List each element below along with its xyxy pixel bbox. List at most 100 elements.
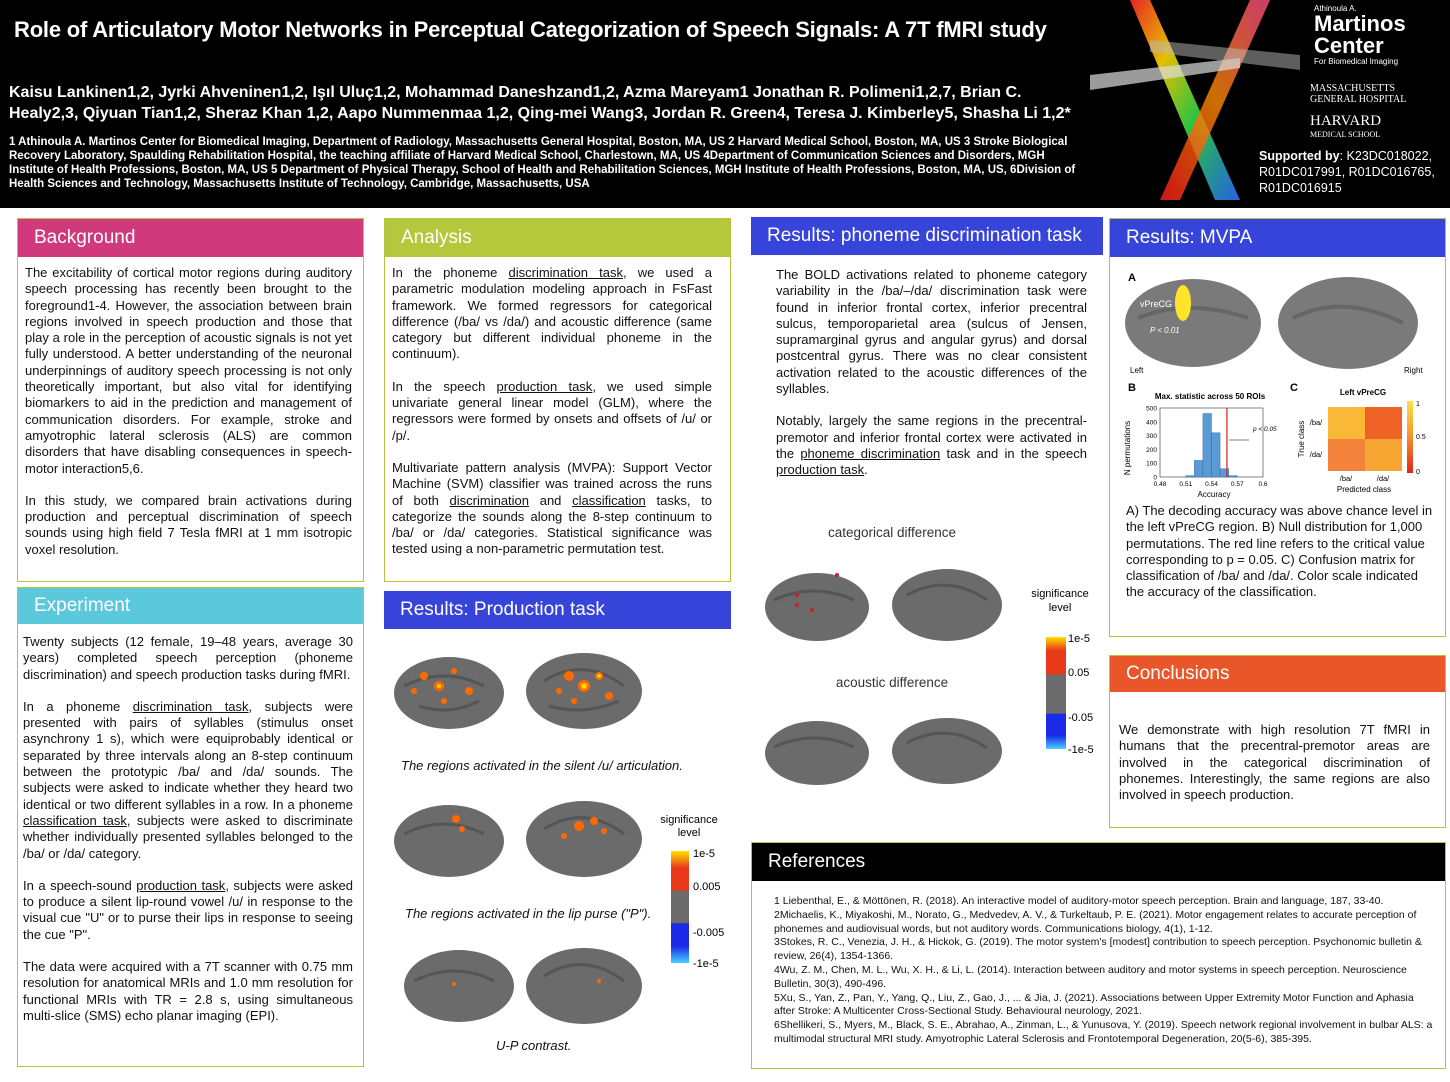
brain-tractography-image	[1090, 0, 1300, 200]
analysis-paragraph-3: Multivariate pattern analysis (MVPA): Su…	[392, 460, 712, 558]
hist-title: Max. statistic across 50 ROIs	[1155, 392, 1266, 401]
significance-colorbar	[671, 851, 689, 963]
panel-label-b: B	[1128, 382, 1136, 394]
cm-xlabel: Predicted class	[1337, 485, 1391, 494]
analysis-heading: Analysis	[385, 219, 730, 257]
text-run: discrimination task	[508, 265, 623, 280]
text-run: production task	[496, 378, 593, 394]
sig-tick: 0.05	[1068, 667, 1089, 679]
phoneme-paragraph-2: Notably, largely the same regions in the…	[776, 413, 1087, 478]
hist-xtick: 0.54	[1205, 481, 1218, 488]
text-run: task and in the speech	[940, 445, 1088, 461]
hist-xtick: 0.6	[1258, 481, 1267, 488]
caption-up-contrast: U-P contrast.	[496, 1038, 572, 1053]
cm-xtick: /ba/	[1340, 474, 1353, 483]
logo-text: MASSACHUSETTS	[1310, 83, 1396, 94]
text-run: In a phoneme	[23, 698, 133, 714]
right-hemi-label: Right	[1404, 366, 1423, 375]
text-run: discrimination task	[132, 698, 249, 714]
sig-tick: 1e-5	[1068, 633, 1090, 645]
p-value-label: P < 0.01	[1150, 326, 1180, 335]
sig-tick: -1e-5	[1068, 744, 1094, 756]
caption-lip-purse: The regions activated in the lip purse (…	[405, 906, 652, 921]
text-run: production task	[136, 877, 226, 893]
hist-ytick: 100	[1146, 461, 1157, 468]
sig-label-1: significance	[660, 814, 717, 826]
cb-tick: 0	[1416, 469, 1420, 476]
experiment-panel: Experiment Twenty subjects (12 female, 1…	[17, 587, 364, 1067]
fig-title-categorical: categorical difference	[828, 525, 956, 540]
analysis-panel: Analysis In the phoneme discrimination t…	[384, 218, 731, 582]
text-run: In the speech	[392, 378, 497, 394]
experiment-paragraph-2: In a phoneme discrimination task , subjec…	[23, 699, 353, 862]
text-run: , subjects were asked to produce a silen…	[23, 877, 353, 942]
hist-bar	[1202, 413, 1212, 478]
background-paragraph-2: In this study, we compared brain activat…	[25, 492, 352, 557]
confusion-matrix	[1328, 407, 1402, 471]
cm-cell	[1365, 439, 1402, 471]
panel-label-a: A	[1128, 272, 1136, 284]
hist-xlabel: Accuracy	[1198, 490, 1231, 499]
cm-cell	[1328, 407, 1365, 439]
logo-text: Center	[1314, 33, 1384, 58]
cm-ytick: /da/	[1310, 450, 1323, 459]
sig-tick: -1e-5	[693, 958, 719, 970]
logo-text: Athinoula A.	[1314, 4, 1357, 13]
hist-ylabel: N permutations	[1123, 421, 1132, 475]
sig-label-1: significance	[1031, 588, 1088, 600]
poster-header: Role of Articulatory Motor Networks in P…	[0, 0, 1450, 208]
production-brain-figures: significance level 1e-5 0.005 -0.005 -1e…	[394, 653, 724, 1024]
reference-item: 6Shellikeri, S., Myers, M., Black, S. E.…	[774, 1019, 1433, 1045]
conclusions-text: We demonstrate with high resolution 7T f…	[1119, 722, 1430, 803]
phoneme-brain-figures: categorical difference acoustic differen…	[765, 525, 1094, 785]
reference-item: 1 Liebenthal, E., & Möttönen, R. (2018).…	[774, 895, 1384, 907]
experiment-paragraph-3: In a speech-sound production task, subje…	[23, 878, 353, 943]
hist-bar	[1185, 475, 1195, 478]
logo-text: For Biomedical Imaging	[1314, 57, 1399, 66]
significance-colorbar	[1046, 637, 1066, 749]
fig-title-acoustic: acoustic difference	[836, 675, 948, 690]
background-heading: Background	[18, 219, 363, 257]
hist-ytick: 0	[1153, 475, 1157, 482]
cm-cell	[1328, 439, 1365, 471]
text-run: In the phoneme	[392, 265, 509, 280]
background-body: The excitability of cortical motor regio…	[25, 265, 352, 574]
cm-xtick: /da/	[1377, 474, 1390, 483]
text-run: classification task	[23, 812, 127, 828]
text-run: , we used a parametric modulation modeli…	[392, 265, 712, 362]
experiment-paragraph-4: The data were acquired with a 7T scanner…	[23, 959, 353, 1023]
logo-text: HARVARD	[1310, 113, 1382, 129]
vprecg-label: vPreCG	[1140, 299, 1172, 309]
sig-tick: 0.005	[693, 881, 721, 893]
production-heading: Results: Production task	[384, 591, 731, 629]
brain-pair-u	[394, 653, 642, 729]
text-run: , subjects were asked to discriminate wh…	[23, 812, 353, 861]
background-paragraph-1: The excitability of cortical motor regio…	[25, 265, 352, 476]
hist-ytick: 400	[1146, 419, 1157, 426]
panel-label-c: C	[1290, 382, 1298, 394]
mvpa-text: A) The decoding accuracy was above chanc…	[1126, 503, 1433, 600]
text-run: and	[529, 492, 573, 508]
brain-pair-p	[394, 801, 642, 877]
mgh-logo: MASSACHUSETTS GENERAL HOSPITAL	[1310, 83, 1406, 105]
mvpa-figure: A vPreCG P < 0.01 Left Right B Max. stat…	[1123, 272, 1426, 499]
text-run: classification	[572, 492, 646, 508]
author-list: Kaisu Lankinen1,2, Jyrki Ahveninen1,2, I…	[9, 82, 1119, 124]
sig-label-2: level	[678, 827, 701, 839]
hist-bar	[1194, 460, 1204, 478]
funding-support: Supported by: K23DC018022, R01DC017991, …	[1259, 148, 1449, 196]
hist-bar	[1228, 475, 1238, 478]
analysis-paragraph-1: In the phoneme discrimination task, we u…	[392, 265, 712, 363]
cb-tick: 1	[1416, 401, 1420, 408]
text-run: Notably, largely the same regions in the…	[776, 413, 1087, 461]
text-run: production task	[776, 462, 865, 478]
phoneme-panel: Results: phoneme discrimination task The…	[751, 217, 1103, 637]
analysis-body: In the phoneme discrimination task, we u…	[392, 265, 712, 574]
hist-xtick: 0.51	[1179, 481, 1192, 488]
hist-bar	[1219, 468, 1229, 478]
reference-item: 4Wu, Z. M., Chen, M. L., Wu, X. H., & Li…	[774, 963, 1407, 990]
conclusions-panel: Conclusions We demonstrate with high res…	[1109, 655, 1446, 828]
experiment-heading: Experiment	[18, 588, 363, 624]
cm-cell	[1365, 407, 1402, 439]
